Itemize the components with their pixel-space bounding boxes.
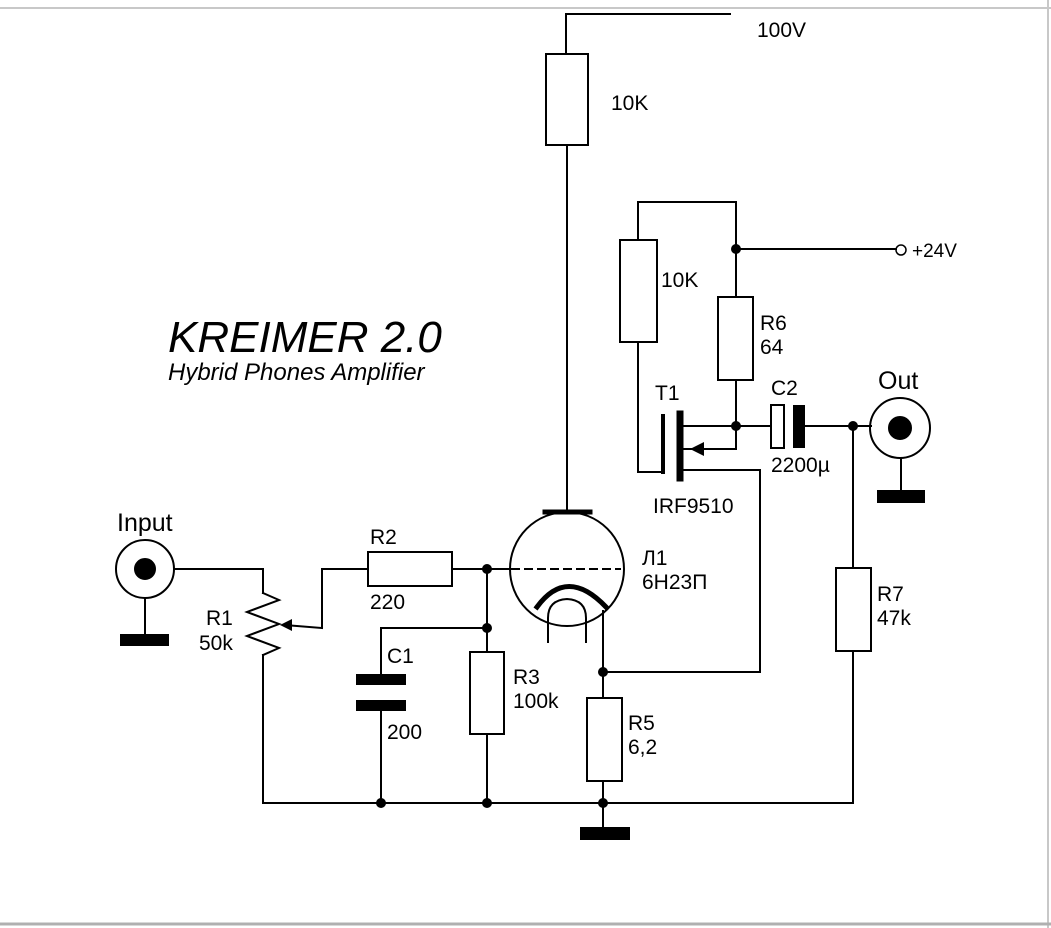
r2-ref: R2 bbox=[370, 526, 397, 549]
c2-capacitor bbox=[770, 404, 805, 449]
r6-value: 64 bbox=[760, 336, 784, 359]
diagram-subtitle: Hybrid Phones Amplifier bbox=[168, 359, 426, 386]
l1-tube bbox=[509, 509, 625, 673]
l1-value: 6Н23П bbox=[642, 571, 707, 594]
r3-value: 100k bbox=[513, 690, 559, 713]
hv-supply-rail bbox=[565, 13, 731, 55]
t1-value: IRF9510 bbox=[653, 495, 734, 518]
gate-resistor bbox=[619, 239, 658, 343]
l1-ref: Л1 bbox=[642, 547, 667, 570]
ground-bus bbox=[262, 650, 854, 804]
r1-potentiometer bbox=[244, 568, 324, 804]
r5-value: 6,2 bbox=[628, 736, 657, 759]
c1-value: 200 bbox=[387, 721, 422, 744]
hv-supply-label: 100V bbox=[757, 19, 806, 42]
r5-resistor bbox=[586, 697, 623, 782]
r2-value: 220 bbox=[370, 591, 405, 614]
feedback-wire bbox=[602, 469, 761, 673]
input-jack bbox=[115, 539, 175, 646]
c1-top-wire bbox=[380, 627, 488, 675]
r7-value: 47k bbox=[877, 607, 911, 630]
gate-wire bbox=[637, 341, 664, 473]
r7-resistor bbox=[835, 567, 872, 652]
wiper-wire bbox=[321, 568, 369, 629]
c2-value: 2200µ bbox=[771, 454, 830, 477]
gate-top-wire bbox=[637, 201, 737, 250]
gnd-junction-1 bbox=[376, 798, 386, 808]
r5-ref: R5 bbox=[628, 712, 655, 735]
r3-resistor bbox=[469, 651, 505, 735]
r6-ref: R6 bbox=[760, 312, 787, 335]
anode-resistor-value: 10K bbox=[611, 92, 648, 115]
gnd-junction-2 bbox=[482, 798, 492, 808]
t1-ref: T1 bbox=[655, 382, 680, 405]
r6-resistor bbox=[717, 296, 754, 381]
gnd-junction-3 bbox=[598, 798, 608, 808]
t1-mosfet bbox=[661, 410, 737, 482]
ground-symbol bbox=[580, 827, 630, 840]
plus24-label: +24V bbox=[912, 241, 957, 262]
c1-ref: C1 bbox=[387, 645, 414, 668]
output-jack bbox=[869, 397, 931, 503]
gate-resistor-value: 10K bbox=[661, 269, 698, 292]
plus24-terminal bbox=[895, 244, 907, 256]
r7-ref: R7 bbox=[877, 583, 904, 606]
diagram-title: KREIMER 2.0 bbox=[168, 313, 442, 362]
r3-ref: R3 bbox=[513, 666, 540, 689]
output-label: Out bbox=[878, 367, 918, 395]
c1-capacitor bbox=[356, 674, 406, 711]
input-label: Input bbox=[117, 509, 173, 537]
anode-resistor bbox=[545, 53, 589, 146]
r1-value: 50k bbox=[199, 632, 233, 655]
r1-ref: R1 bbox=[206, 607, 233, 630]
r2-resistor bbox=[367, 551, 453, 587]
c2-ref: C2 bbox=[771, 377, 798, 400]
